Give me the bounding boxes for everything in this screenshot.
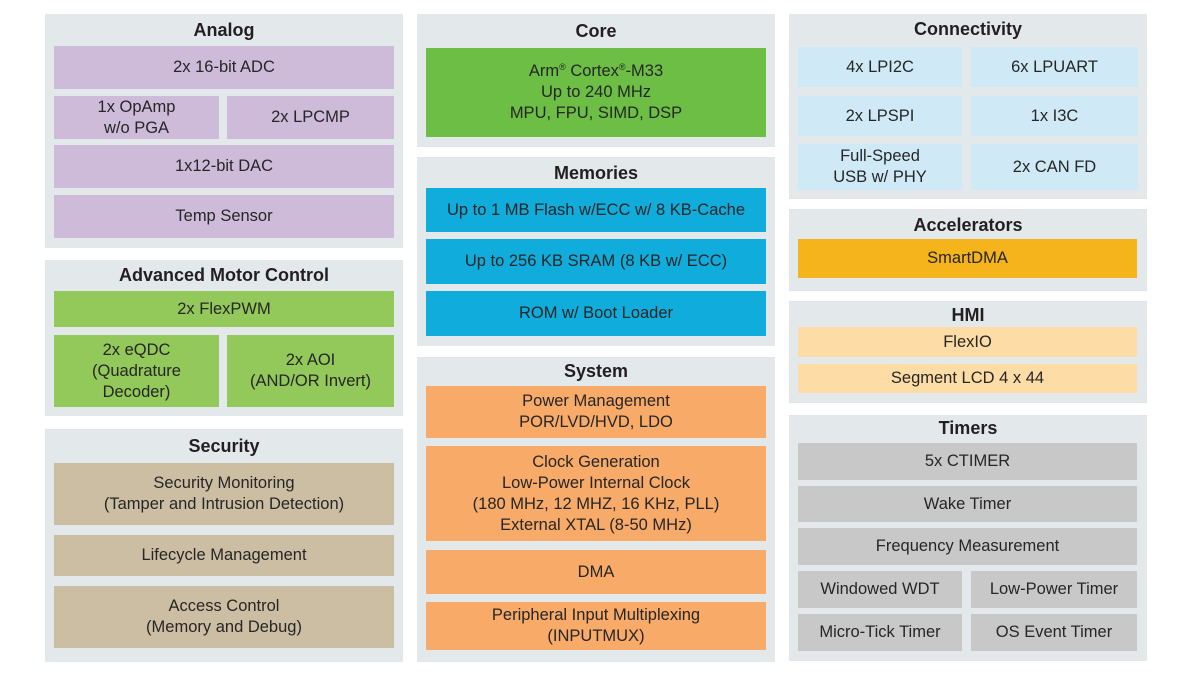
group-title-hmi: HMI xyxy=(951,305,985,325)
block-security-monitoring[interactable]: Security Monitoring (Tamper and Intrusio… xyxy=(54,463,394,525)
block-lifecycle-management[interactable]: Lifecycle Management xyxy=(54,535,394,576)
block-flexpwm[interactable]: 2x FlexPWM xyxy=(54,291,394,327)
block-aoi[interactable]: 2x AOI (AND/OR Invert) xyxy=(227,335,394,407)
group-title-memories: Memories xyxy=(553,163,639,183)
block-inputmux[interactable]: Peripheral Input Multiplexing (INPUTMUX) xyxy=(426,602,766,650)
block-flash[interactable]: Up to 1 MB Flash w/ECC w/ 8 KB-Cache xyxy=(426,188,766,232)
block-ctimer[interactable]: 5x CTIMER xyxy=(798,443,1137,480)
block-can-fd[interactable]: 2x CAN FD xyxy=(971,144,1138,190)
block-frequency-measurement[interactable]: Frequency Measurement xyxy=(798,528,1137,565)
group-title-security: Security xyxy=(188,436,260,456)
block-clock-generation[interactable]: Clock Generation Low-Power Internal Cloc… xyxy=(426,446,766,541)
block-dac[interactable]: 1x12-bit DAC xyxy=(54,145,394,188)
block-lpspi[interactable]: 2x LPSPI xyxy=(798,96,962,136)
group-title-core: Core xyxy=(575,21,617,41)
group-title-accelerators: Accelerators xyxy=(913,215,1023,235)
group-title-motor-control: Advanced Motor Control xyxy=(119,265,329,285)
block-power-management[interactable]: Power Management POR/LVD/HVD, LDO xyxy=(426,386,766,438)
group-title-analog: Analog xyxy=(193,20,255,40)
block-access-control[interactable]: Access Control (Memory and Debug) xyxy=(54,586,394,648)
block-lpcmp[interactable]: 2x LPCMP xyxy=(227,96,394,139)
group-title-system: System xyxy=(563,361,629,381)
block-i3c[interactable]: 1x I3C xyxy=(971,96,1138,136)
core-features: MPU, FPU, SIMD, DSP xyxy=(509,104,683,122)
block-cpu-core[interactable]: Arm® Cortex®-M33 Up to 240 MHz MPU, FPU,… xyxy=(426,48,766,137)
group-title-connectivity: Connectivity xyxy=(913,19,1023,39)
core-name: Arm® Cortex®-M33 xyxy=(528,62,664,80)
block-adc[interactable]: 2x 16-bit ADC xyxy=(54,46,394,89)
core-frequency: Up to 240 MHz xyxy=(540,83,652,101)
group-title-timers: Timers xyxy=(938,418,998,438)
block-sram[interactable]: Up to 256 KB SRAM (8 KB w/ ECC) xyxy=(426,239,766,284)
block-wake-timer[interactable]: Wake Timer xyxy=(798,486,1137,522)
block-dma[interactable]: DMA xyxy=(426,550,766,594)
block-low-power-timer[interactable]: Low-Power Timer xyxy=(971,571,1137,608)
block-eqdc[interactable]: 2x eQDC (Quadrature Decoder) xyxy=(54,335,219,407)
block-flexio[interactable]: FlexIO xyxy=(798,327,1137,357)
block-os-event-timer[interactable]: OS Event Timer xyxy=(971,614,1137,651)
block-temp-sensor[interactable]: Temp Sensor xyxy=(54,195,394,238)
block-lpuart[interactable]: 6x LPUART xyxy=(971,47,1138,87)
block-rom[interactable]: ROM w/ Boot Loader xyxy=(426,291,766,336)
block-lpi2c[interactable]: 4x LPI2C xyxy=(798,47,962,87)
block-segment-lcd[interactable]: Segment LCD 4 x 44 xyxy=(798,364,1137,393)
block-micro-tick-timer[interactable]: Micro-Tick Timer xyxy=(798,614,962,651)
block-windowed-wdt[interactable]: Windowed WDT xyxy=(798,571,962,608)
block-usb[interactable]: Full-Speed USB w/ PHY xyxy=(798,144,962,190)
block-opamp[interactable]: 1x OpAmp w/o PGA xyxy=(54,96,219,139)
block-smartdma[interactable]: SmartDMA xyxy=(798,239,1137,278)
